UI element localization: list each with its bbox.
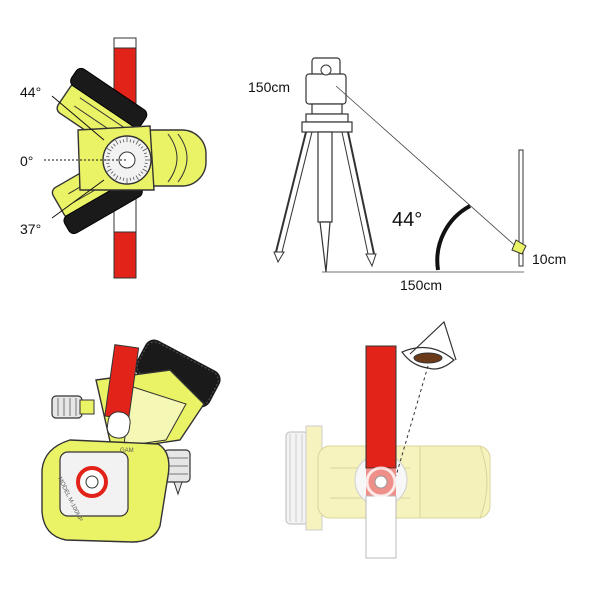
pole-white-top bbox=[113, 37, 137, 49]
panel-station-geometry: 150cm 44° 10cm 150cm bbox=[248, 57, 566, 293]
angle-dial bbox=[102, 135, 152, 185]
dial-tick bbox=[106, 168, 112, 172]
leader-lower bbox=[51, 179, 105, 219]
faded-pole-white bbox=[365, 495, 397, 559]
dial-tick bbox=[132, 176, 135, 180]
dial-tick bbox=[110, 171, 114, 174]
dial-tick bbox=[132, 140, 135, 144]
dial-tick bbox=[122, 139, 125, 143]
sight-line bbox=[335, 85, 521, 251]
dial-tick bbox=[106, 155, 110, 158]
closeup-brand-text: GAM bbox=[120, 448, 134, 454]
label-horizontal-distance: 150cm bbox=[400, 277, 442, 293]
bubble-level-dashed bbox=[395, 365, 429, 477]
dial-tick bbox=[107, 152, 111, 155]
faded-pole-red bbox=[365, 345, 397, 469]
closeup-knob-right bbox=[163, 449, 191, 496]
closeup-knob-left bbox=[51, 395, 95, 419]
leader-upper bbox=[51, 95, 105, 141]
angle-arc bbox=[435, 204, 471, 271]
dial-tick bbox=[119, 176, 122, 180]
dial-tick bbox=[135, 175, 139, 181]
dial-tick bbox=[140, 146, 144, 149]
tripod bbox=[273, 121, 377, 273]
upper-grip bbox=[70, 67, 148, 128]
dial-tick bbox=[135, 139, 139, 145]
dial-tick bbox=[138, 173, 141, 177]
dial-tick bbox=[129, 139, 132, 143]
dial-tick bbox=[106, 148, 112, 152]
dial-tick bbox=[138, 143, 141, 147]
closeup-grip bbox=[134, 339, 221, 408]
dial-tick bbox=[107, 165, 111, 168]
dial-tick bbox=[113, 143, 116, 147]
dial-tick bbox=[119, 140, 122, 144]
label-angle-upper: 44° bbox=[20, 84, 41, 100]
dial-tick bbox=[142, 148, 148, 152]
closeup-pole-white bbox=[106, 411, 131, 439]
dial-tick bbox=[144, 162, 148, 165]
label-instrument-height: 150cm bbox=[248, 79, 290, 95]
total-station-head bbox=[305, 57, 349, 123]
pole-red-bottom bbox=[113, 231, 137, 279]
bubble-level bbox=[401, 320, 457, 370]
dial-tick bbox=[106, 162, 110, 165]
dial-tick bbox=[113, 173, 116, 177]
dial-tick bbox=[122, 177, 125, 181]
label-target-height: 10cm bbox=[532, 251, 566, 267]
faded-knob-left bbox=[285, 425, 323, 531]
dial-tick bbox=[143, 152, 147, 155]
dial-tick bbox=[140, 171, 144, 174]
label-tilt-angle: 44° bbox=[392, 209, 422, 231]
dial-tick bbox=[144, 155, 148, 158]
label-angle-zero: 0° bbox=[20, 153, 33, 169]
dial-tick bbox=[115, 139, 119, 145]
panel-holder-closeup: GAM MODEL M-100MP bbox=[41, 339, 221, 543]
dial-tick bbox=[115, 175, 119, 181]
dial-tick bbox=[129, 177, 132, 181]
dial-tick bbox=[143, 165, 147, 168]
panel-faded-holder bbox=[285, 320, 491, 559]
target-pole bbox=[511, 149, 527, 267]
dial-tick bbox=[142, 168, 148, 172]
dial-tick bbox=[110, 146, 114, 149]
label-angle-lower: 37° bbox=[20, 221, 41, 237]
panel-holder-angles: 44° 0° 37° bbox=[20, 37, 207, 279]
